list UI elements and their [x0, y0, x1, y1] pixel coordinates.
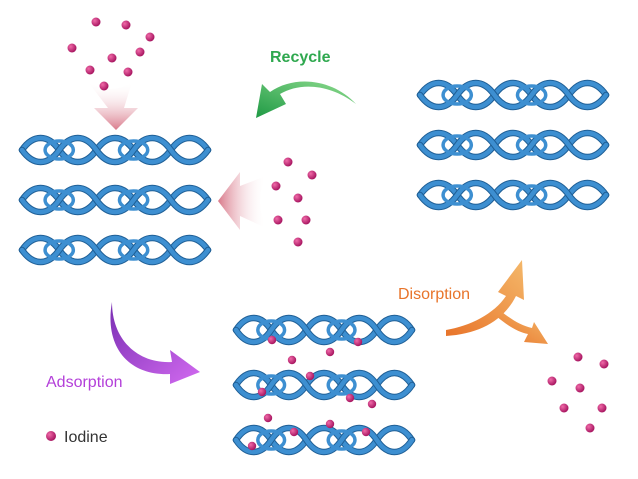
iodine-particle-released-0: [573, 352, 583, 362]
iodine-particle-adsorbed-7: [367, 399, 377, 409]
iodine-particle-released-6: [585, 423, 595, 433]
iodine-particle-adsorbed-11: [361, 427, 371, 437]
iodine-particle-feed-mid-4: [273, 215, 283, 225]
polymer-chain-right-2: [416, 129, 610, 161]
iodine-particle-feed-mid-2: [271, 181, 281, 191]
iodine-particle-feed-top-8: [99, 81, 109, 91]
iodine-particle-adsorbed-5: [305, 371, 315, 381]
iodine-particle-feed-mid-1: [307, 170, 317, 180]
iodine-particle-adsorbed-1: [287, 355, 297, 365]
polymer-chain-loaded-1: [232, 314, 416, 346]
polymer-chain-left-1: [18, 134, 212, 166]
iodine-particle-feed-top-1: [121, 20, 131, 30]
iodine-particle-feed-top-3: [67, 43, 77, 53]
iodine-particle-feed-top-5: [135, 47, 145, 57]
iodine-particle-adsorbed-9: [289, 427, 299, 437]
disorption-label: Disorption: [398, 286, 470, 303]
iodine-particle-feed-top-0: [91, 17, 101, 27]
recycle-arrow: [256, 81, 356, 118]
polymer-chain-left-2: [18, 184, 212, 216]
iodine-particle-adsorbed-3: [353, 337, 363, 347]
iodine-particle-released-5: [597, 403, 607, 413]
iodine-particle-released-4: [559, 403, 569, 413]
iodine-particle-released-1: [547, 376, 557, 386]
iodine-particle-adsorbed-6: [345, 393, 355, 403]
polymer-chain-loaded-3: [232, 424, 416, 456]
polymer-chain-right-1: [416, 79, 610, 111]
recycle-label: Recycle: [270, 49, 331, 66]
disorption-arrow: [446, 260, 524, 336]
polymer-chain-right-3: [416, 179, 610, 211]
iodine-particle-feed-mid-5: [301, 215, 311, 225]
legend-iodine-marker: [46, 431, 56, 441]
iodine-particle-adsorbed-10: [325, 419, 335, 429]
feed-arrow-down: [88, 82, 138, 130]
iodine-particle-feed-top-6: [85, 65, 95, 75]
adsorption-label: Adsorption: [46, 374, 123, 391]
legend-iodine-label: Iodine: [64, 429, 108, 446]
iodine-particle-feed-mid-3: [293, 193, 303, 203]
adsorption-arrow: [110, 302, 200, 384]
iodine-particle-feed-top-2: [145, 32, 155, 42]
iodine-particle-adsorbed-2: [325, 347, 335, 357]
iodine-particle-released-3: [599, 359, 609, 369]
iodine-particle-feed-mid-0: [283, 157, 293, 167]
iodine-particle-feed-top-4: [107, 53, 117, 63]
polymer-chain-loaded-2: [232, 369, 416, 401]
disorption-arrow-branch: [496, 312, 548, 344]
iodine-particle-adsorbed-12: [247, 441, 257, 451]
feed-arrow-left: [218, 172, 266, 230]
iodine-particle-adsorbed-4: [257, 387, 267, 397]
polymer-chain-left-3: [18, 234, 212, 266]
iodine-particle-adsorbed-8: [263, 413, 273, 423]
iodine-particle-released-2: [575, 383, 585, 393]
iodine-particle-feed-top-7: [123, 67, 133, 77]
iodine-particle-adsorbed-0: [267, 335, 277, 345]
iodine-particle-feed-mid-6: [293, 237, 303, 247]
